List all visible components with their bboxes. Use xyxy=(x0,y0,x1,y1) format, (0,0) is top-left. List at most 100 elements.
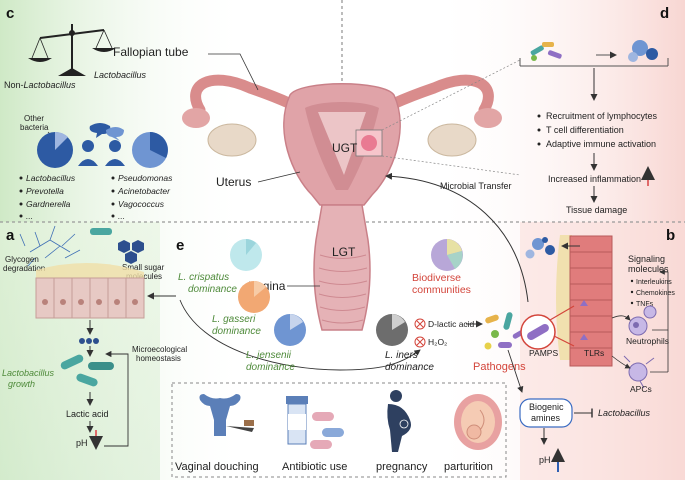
glycogen-label-1: Glycogen xyxy=(5,255,39,264)
people-discussion-icon xyxy=(78,123,125,166)
crispatus-label-2: dominance xyxy=(188,284,237,295)
microbial-transfer-label: Microbial Transfer xyxy=(440,181,512,191)
lacto-label-c: Lactobacillus xyxy=(94,70,147,80)
parturition-icon xyxy=(454,394,502,450)
lacto-growth-2: growth xyxy=(8,379,35,389)
sugar-label-1: Small sugar xyxy=(122,263,165,272)
homeostasis-label-1: Microecological xyxy=(132,345,187,354)
risk-factors-box xyxy=(171,382,507,478)
biogenic-label-2: amines xyxy=(531,413,561,423)
lacto-label-b: Lactobacillus xyxy=(598,408,651,418)
genus-right-4: ... xyxy=(118,211,125,221)
epithelium-column xyxy=(556,235,613,367)
panel-e-letter: e xyxy=(176,237,184,254)
biogenic-label-1: Biogenic xyxy=(529,402,564,412)
panel-b-letter: b xyxy=(666,227,675,244)
d-bullet-2: T cell differentiation xyxy=(546,125,624,135)
pie-chart-right xyxy=(132,132,168,168)
tlrs-label: TLRs xyxy=(584,348,604,358)
pie-crispatus xyxy=(230,239,262,271)
genus-left-1: Lactobacillus xyxy=(26,173,76,183)
biogenic-amines-box xyxy=(519,398,573,428)
ph-label-a: pH xyxy=(76,438,88,448)
uterus-label: Uterus xyxy=(216,175,251,189)
lactobacillus-rods-icon xyxy=(60,354,114,387)
uterus-anatomy xyxy=(182,74,502,331)
genus-right-1: Pseudomonas xyxy=(118,173,173,183)
inhibit-d-lactic xyxy=(414,318,426,330)
h2o2-label: H₂O₂ xyxy=(428,337,447,347)
gasseri-label-2: dominance xyxy=(212,326,261,337)
non-lacto-prefix: Non- xyxy=(4,80,24,90)
genus-right-2: Acinetobacter xyxy=(117,186,171,196)
neutrophils-label: Neutrophils xyxy=(626,336,669,346)
pie-biodiverse xyxy=(431,239,463,271)
lacto-bacterium-small-icon xyxy=(90,228,112,235)
epithelial-cells xyxy=(35,262,145,319)
signal-2: Chemokines xyxy=(636,290,675,297)
ugt-label: UGT xyxy=(332,141,358,155)
factor-douching: Vaginal douching xyxy=(175,461,259,473)
sugar-label-2: molecules xyxy=(126,272,162,281)
panel-a-letter: a xyxy=(6,227,15,244)
pie-jensenii xyxy=(274,314,306,346)
pamps-label: PAMPS xyxy=(529,348,558,358)
svg-text:Non-Lactobacillus: Non-Lactobacillus xyxy=(4,80,76,90)
fallopian-tube-label: Fallopian tube xyxy=(113,45,189,59)
genus-left-4: ... xyxy=(26,211,33,221)
other-bacteria-label-1: Other xyxy=(24,114,44,123)
signaling-label-1: Signaling xyxy=(628,254,665,264)
d-bullet-1: Recruitment of lymphocytes xyxy=(546,111,658,121)
gasseri-label-1: L. gasseri xyxy=(212,314,256,325)
antibiotic-bottle-icon xyxy=(286,396,344,449)
tissue-damage: Tissue damage xyxy=(566,205,627,215)
factor-parturition: parturition xyxy=(444,461,493,473)
non-lacto-genus: Lactobacillus xyxy=(24,80,77,90)
balance-scale-icon xyxy=(28,24,116,76)
d-bullet-3: Adaptive immune activation xyxy=(546,139,656,149)
signaling-label-2: molecules xyxy=(628,264,669,274)
pamps-bacterium-icon xyxy=(520,305,575,350)
factor-antibiotic: Antibiotic use xyxy=(282,461,347,473)
iners-label-1: L. iners xyxy=(385,350,418,361)
increased-inflammation: Increased inflammation xyxy=(548,174,641,184)
pie-iners xyxy=(376,314,408,346)
biodiverse-label-1: Biodiverse xyxy=(412,272,461,284)
homeostasis-label-2: homeostasis xyxy=(136,354,181,363)
iners-label-2: dominance xyxy=(385,362,434,373)
genus-left-3: Gardnerella xyxy=(26,199,71,209)
pregnancy-icon xyxy=(387,390,411,452)
neutrophils-icon xyxy=(628,305,657,336)
bacteria-to-pathogen-icon xyxy=(519,40,669,67)
glycogen-branch-icon xyxy=(19,225,81,267)
jensenii-label-1: L. jensenii xyxy=(246,350,292,361)
genus-left-2: Prevotella xyxy=(26,186,64,196)
sugar-molecule-icon xyxy=(118,240,144,264)
d-lactic-label: D-lactic acid xyxy=(428,319,475,329)
tlr-receptor-icons xyxy=(580,300,588,340)
inhibit-h2o2 xyxy=(414,336,426,348)
pie-chart-left xyxy=(37,131,73,168)
ph-label-b: pH xyxy=(539,455,551,465)
lgt-label: LGT xyxy=(332,245,356,259)
crispatus-label-1: L. crispatus xyxy=(178,272,229,283)
signal-3: TNFs xyxy=(636,301,654,308)
douching-icon xyxy=(199,394,254,436)
pie-gasseri xyxy=(238,281,270,313)
genus-right-3: Vagococcus xyxy=(118,199,165,209)
lacto-growth-1: Lactobacillus xyxy=(2,368,55,378)
jensenii-label-2: dominance xyxy=(246,362,295,373)
biodiverse-label-2: communities xyxy=(412,284,471,296)
other-bacteria-label-2: bacteria xyxy=(20,123,49,132)
factor-pregnancy: pregnancy xyxy=(376,461,428,473)
panel-d-letter: d xyxy=(660,5,669,22)
apcs-icon xyxy=(623,355,655,389)
glycogen-label-2: degradation xyxy=(3,264,45,273)
apcs-label: APCs xyxy=(630,384,652,394)
lactic-acid-label: Lactic acid xyxy=(66,409,109,419)
pathogens-label: Pathogens xyxy=(473,361,526,373)
panel-c-letter: c xyxy=(6,5,14,22)
signal-1: Interleukins xyxy=(636,279,672,286)
pathogen-cluster-b-icon xyxy=(525,237,555,259)
